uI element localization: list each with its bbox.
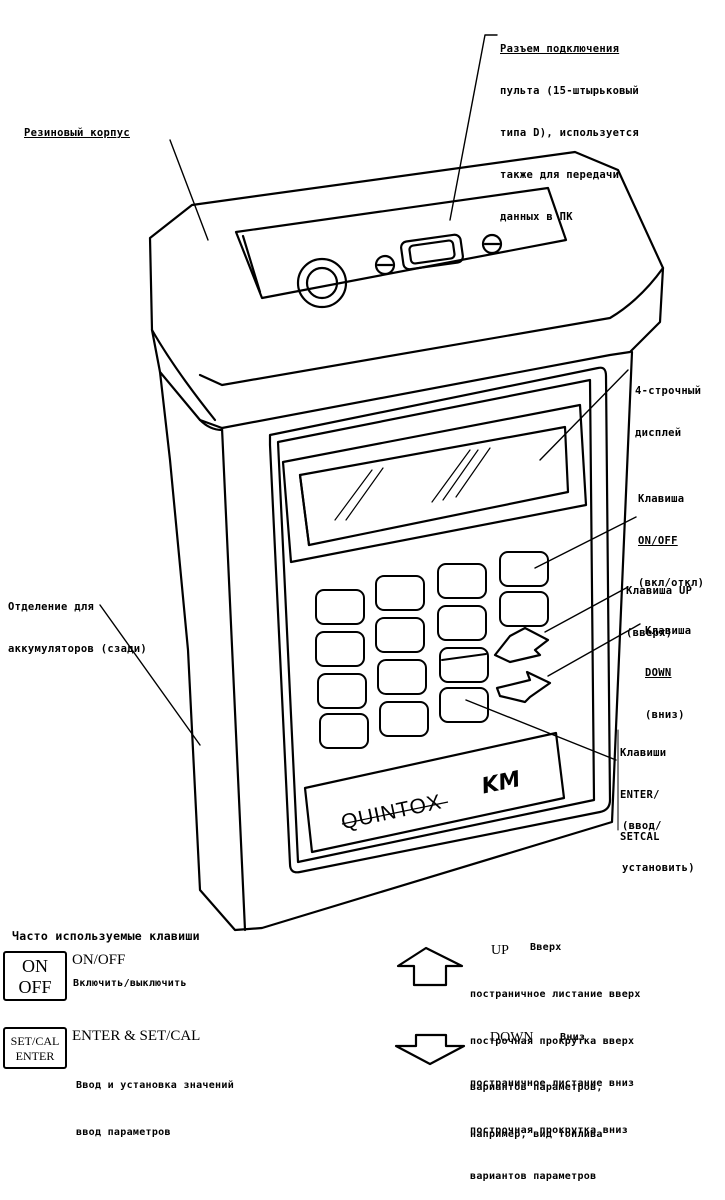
onoff-key-label: Клавиша ON/OFF (вкл/откл) bbox=[638, 464, 704, 604]
enter-line-1: Клавиши bbox=[620, 747, 667, 759]
legend-down-desc: постраничное листание вниз построчная пр… bbox=[470, 1045, 634, 1200]
up-line-1: Клавиша UP bbox=[626, 585, 693, 597]
legend-enter-desc: Ввод и установка значений ввод параметро… bbox=[76, 1047, 234, 1156]
display-label: 4-строчный дисплей bbox=[635, 356, 701, 454]
enter-desc-2: ввод параметров bbox=[76, 1126, 171, 1138]
enter-desc-label: (ввод/ установить) bbox=[622, 791, 695, 889]
brand-plate bbox=[303, 731, 566, 854]
battery-label: Отделение для аккумуляторов (сзади) bbox=[8, 572, 147, 670]
device-illustration: QUINTOX KM bbox=[99, 34, 665, 1066]
onoff-line-2: ON/OFF bbox=[638, 535, 678, 547]
up-desc-1: постраничное листание вверх bbox=[470, 989, 641, 1000]
enter-desc-line-1: (ввод/ bbox=[622, 820, 662, 832]
down-desc-1: постраничное листание вниз bbox=[470, 1078, 635, 1089]
legend-title: Часто используемые клавиши bbox=[12, 929, 200, 943]
legend-down-short: Вниз bbox=[560, 1032, 586, 1043]
legend-onoff-key: ON OFF bbox=[3, 951, 67, 1001]
legend-up-short: Вверх bbox=[530, 942, 562, 953]
display-line-1: 4-строчный bbox=[635, 385, 702, 397]
legend-onoff-name: ON/OFF bbox=[72, 952, 126, 968]
up-desc-3: вариантов параметров, bbox=[470, 1082, 603, 1093]
enter-desc-line-2: установить) bbox=[622, 862, 695, 874]
up-desc-2: построчная прокрутка вверх bbox=[470, 1035, 635, 1047]
up-key-label: Клавиша UP (вверх) bbox=[626, 556, 692, 654]
display-line-2: дисплей bbox=[635, 427, 682, 439]
enter-key-label: Клавиши ENTER/ SETCAL bbox=[620, 718, 666, 858]
enter-desc-1: Ввод и установка значений bbox=[76, 1080, 235, 1091]
down-line-2: DOWN bbox=[645, 667, 672, 679]
down-desc-2: построчная прокрутка вниз bbox=[470, 1124, 629, 1136]
connector-label: Разъем подключения пульта (15-штырьковый… bbox=[500, 14, 639, 238]
down-key-label: Клавиша DOWN (вниз) bbox=[645, 596, 691, 736]
legend-up-name: UP bbox=[491, 943, 509, 958]
connector-line-3: типа D), используется bbox=[500, 127, 640, 139]
legend-onoff-desc: Включить/выключить bbox=[73, 978, 187, 989]
down-arrow-key bbox=[495, 670, 552, 704]
onoff-line-1: Клавиша bbox=[638, 493, 685, 505]
up-line-2: (вверх) bbox=[626, 627, 673, 639]
battery-line-2: аккумуляторов (сзади) bbox=[8, 643, 148, 655]
brand-logo: KM bbox=[479, 767, 522, 800]
front-panel bbox=[268, 366, 612, 874]
onoff-key-top: ON bbox=[22, 955, 48, 976]
device-body bbox=[158, 350, 634, 932]
enter-line-3: SETCAL bbox=[620, 831, 660, 843]
display-window bbox=[281, 403, 588, 564]
onoff-key-bottom: OFF bbox=[18, 976, 52, 997]
down-line-3: (вниз) bbox=[645, 709, 685, 721]
down-line-1: Клавиша bbox=[645, 625, 692, 637]
legend-enter-name: ENTER & SET/CAL bbox=[72, 1028, 201, 1044]
legend-enter-key: SET/CAL ENTER bbox=[3, 1027, 67, 1069]
top-recess bbox=[234, 186, 568, 300]
connector-line-1: Разъем подключения bbox=[500, 43, 620, 55]
keypad bbox=[315, 551, 549, 749]
up-arrow-key bbox=[493, 626, 550, 664]
enter-key-bottom: ENTER bbox=[15, 1048, 55, 1063]
legend-up-arrow-icon bbox=[396, 946, 464, 987]
legend-down-arrow-icon bbox=[394, 1033, 466, 1066]
enter-line-2: ENTER/ bbox=[620, 789, 660, 801]
legend-down-name: DOWN bbox=[490, 1030, 534, 1045]
connector-line-5: данных в ПК bbox=[500, 211, 573, 223]
battery-line-1: Отделение для bbox=[8, 601, 95, 613]
enter-key-top: SET/CAL bbox=[10, 1033, 60, 1048]
onoff-line-3: (вкл/откл) bbox=[638, 577, 705, 589]
rubber-case-label: Резиновый корпус bbox=[24, 127, 130, 139]
down-desc-3: вариантов параметров bbox=[470, 1171, 597, 1182]
connector-line-2: пульта (15-штырьковый bbox=[500, 85, 640, 97]
connector-line-4: также для передачи bbox=[500, 169, 620, 181]
